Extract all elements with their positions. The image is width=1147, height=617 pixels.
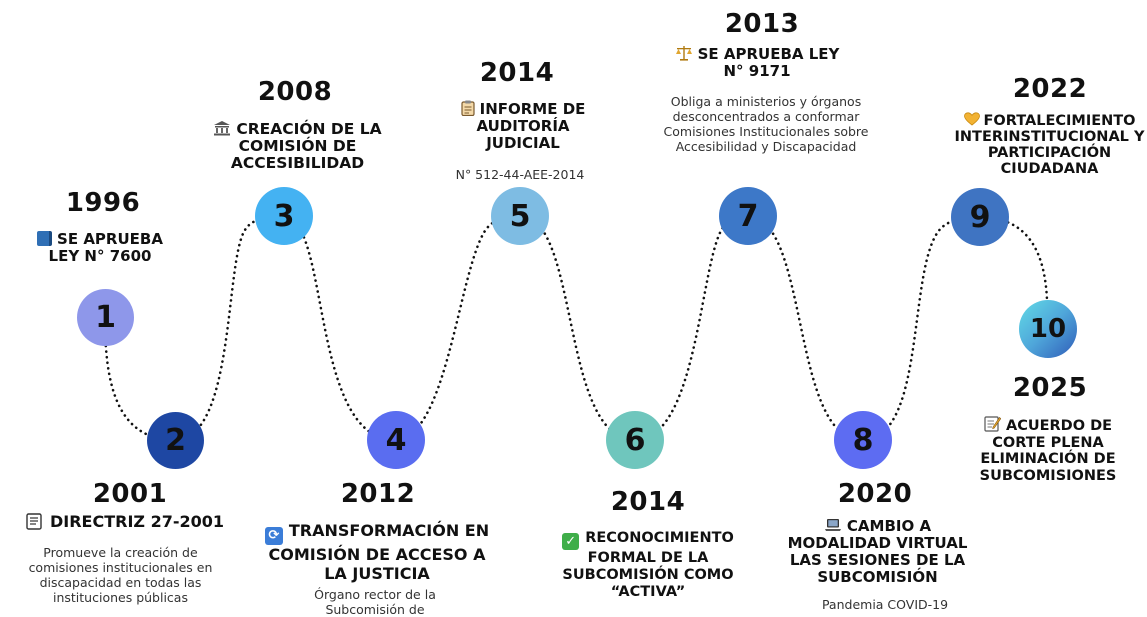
milestone-title-text-5: INFORME DE AUDITORÍA JUDICIAL [476, 100, 586, 152]
milestone-year-1: 1996 [65, 188, 141, 218]
document-icon [26, 513, 42, 530]
milestone-description-8: Pandemia COVID-19 [821, 597, 949, 612]
milestone-year-10: 2025 [1012, 373, 1088, 403]
milestone-description-2: Promueve la creación de comisiones insti… [28, 545, 213, 605]
milestone-circle-7: 7 [719, 187, 777, 245]
bank-icon [214, 121, 231, 136]
milestone-year-9: 2022 [1012, 74, 1088, 104]
milestone-title-2: DIRECTRIZ 27-2001 [5, 513, 245, 530]
milestone-circle-10: 10 [1019, 300, 1077, 358]
milestone-circle-2: 2 [147, 412, 204, 469]
memo-icon [984, 416, 1001, 432]
milestone-year-6: 2014 [610, 487, 686, 517]
laptop-icon [824, 519, 841, 531]
milestone-circle-9: 9 [951, 188, 1009, 246]
milestone-circle-8: 8 [834, 411, 892, 469]
milestone-title-text-4: TRANSFORMACIÓN EN COMISIÓN DE ACCESO A L… [268, 521, 490, 583]
milestone-year-7: 2013 [724, 9, 800, 39]
scale-icon [675, 46, 692, 61]
milestone-number-2: 2 [165, 423, 186, 458]
milestone-title-text-1: SE APRUEBA LEY N° 7600 [48, 230, 163, 265]
milestone-year-2: 2001 [92, 479, 168, 509]
milestone-number-6: 6 [624, 422, 646, 458]
milestone-number-10: 10 [1029, 314, 1067, 344]
milestone-number-1: 1 [95, 300, 116, 335]
milestone-year-5: 2014 [479, 58, 555, 88]
milestone-title-text-6: RECONOCIMIENTO FORMAL DE LA SUBCOMISIÓN … [562, 530, 734, 600]
milestone-circle-1: 1 [77, 289, 134, 346]
milestone-description-5: N° 512-44-AEE-2014 [455, 167, 585, 182]
heart-icon [963, 112, 980, 126]
milestone-title-9: FORTALECIMIENTO INTERINSTITUCIONAL Y PAR… [952, 112, 1147, 177]
cycle-icon: ⟳ [264, 527, 283, 545]
milestone-number-4: 4 [385, 422, 407, 458]
milestone-circle-4: 4 [367, 411, 425, 469]
milestone-number-7: 7 [737, 198, 759, 234]
milestone-number-5: 5 [509, 198, 531, 234]
milestone-title-6: ✓RECONOCIMIENTO FORMAL DE LA SUBCOMISIÓN… [548, 530, 748, 601]
milestone-year-8: 2020 [837, 479, 913, 509]
milestone-title-text-10: ACUERDO DE CORTE PLENA ELIMINACIÓN DE SU… [979, 418, 1117, 484]
milestone-title-text-2: DIRECTRIZ 27-2001 [49, 512, 225, 531]
book-icon [37, 231, 53, 246]
milestone-year-3: 2008 [257, 77, 333, 107]
milestone-title-text-7: SE APRUEBA LEY N° 9171 [697, 45, 840, 80]
check-icon: ✓ [562, 533, 580, 550]
milestone-title-text-9: FORTALECIMIENTO INTERINSTITUCIONAL Y PAR… [954, 113, 1145, 177]
milestone-circle-5: 5 [491, 187, 549, 245]
milestone-year-4: 2012 [340, 479, 416, 509]
milestone-title-7: SE APRUEBA LEY N° 9171 [667, 45, 847, 80]
timeline-dotted-line [103, 214, 1049, 442]
milestone-title-10: ACUERDO DE CORTE PLENA ELIMINACIÓN DE SU… [978, 415, 1118, 484]
milestone-number-9: 9 [969, 199, 991, 235]
milestone-title-text-8: CAMBIO A MODALIDAD VIRTUAL LAS SESIONES … [787, 517, 968, 586]
milestone-title-4: ⟳TRANSFORMACIÓN EN COMISIÓN DE ACCESO A … [258, 521, 496, 583]
milestone-number-8: 8 [852, 422, 874, 458]
milestone-title-text-3: CREACIÓN DE LA COMISIÓN DE ACCESIBILIDAD [230, 120, 382, 172]
milestone-title-5: INFORME DE AUDITORÍA JUDICIAL [448, 100, 598, 152]
milestone-title-1: SE APRUEBA LEY N° 7600 [20, 231, 180, 265]
milestone-circle-3: 3 [255, 187, 313, 245]
milestone-description-4: Órgano rector de la Subcomisión de [314, 587, 436, 617]
milestone-number-3: 3 [273, 198, 295, 234]
milestone-description-7: Obliga a ministerios y órganos desconcen… [663, 94, 869, 154]
milestone-title-8: CAMBIO A MODALIDAD VIRTUAL LAS SESIONES … [775, 518, 980, 586]
clipboard-icon [461, 100, 475, 116]
milestone-title-3: CREACIÓN DE LA COMISIÓN DE ACCESIBILIDAD [205, 120, 390, 172]
milestone-circle-6: 6 [606, 411, 664, 469]
